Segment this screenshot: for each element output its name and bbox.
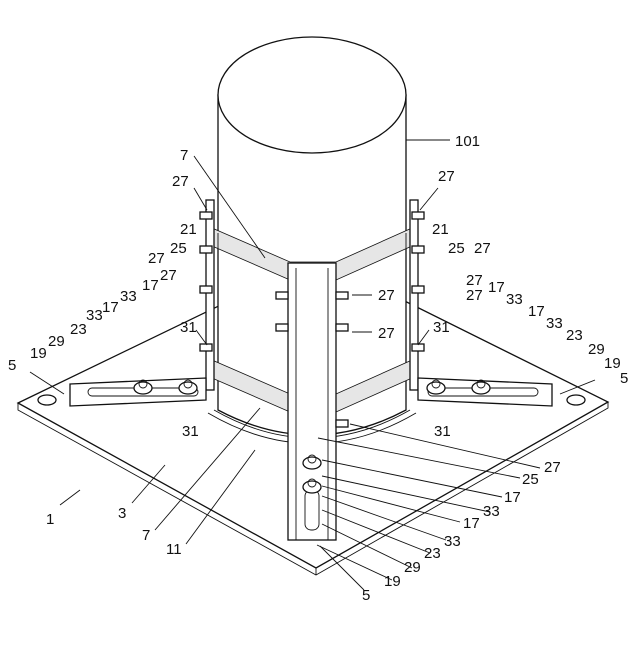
- label-33-right-b: 33: [546, 315, 563, 332]
- label-33-left-b: 33: [86, 307, 103, 324]
- label-25-lower-right: 25: [522, 471, 539, 488]
- label-33-front-b: 33: [444, 533, 461, 550]
- label-19-front: 19: [384, 573, 401, 590]
- label-17-right-a: 17: [488, 279, 505, 296]
- label-29-front: 29: [404, 559, 421, 576]
- label-23-right: 23: [566, 327, 583, 344]
- label-31-left-upper: 31: [180, 319, 197, 336]
- label-27-left-b: 27: [160, 267, 177, 284]
- label-27-upper-right: 27: [438, 168, 455, 185]
- label-27-front-a: 27: [378, 287, 395, 304]
- label-33-right-a: 33: [506, 291, 523, 308]
- label-17-front-b: 17: [463, 515, 480, 532]
- label-23-front: 23: [424, 545, 441, 562]
- label-5-left: 5: [8, 357, 16, 374]
- label-5-right: 5: [620, 370, 628, 387]
- label-33-front-a: 33: [483, 503, 500, 520]
- label-27-right-a: 27: [474, 240, 491, 257]
- label-27-left-a: 27: [148, 250, 165, 267]
- label-23-left: 23: [70, 321, 87, 338]
- label-27-front-b: 27: [378, 325, 395, 342]
- label-33-left-a: 33: [120, 288, 137, 305]
- label-101: 101: [455, 133, 480, 150]
- label-31-right-upper: 31: [433, 319, 450, 336]
- label-19-left: 19: [30, 345, 47, 362]
- label-17-front-a: 17: [504, 489, 521, 506]
- label-11: 11: [166, 541, 182, 558]
- label-21-left: 21: [180, 221, 197, 238]
- label-19-right: 19: [604, 355, 621, 372]
- label-21-right: 21: [432, 221, 449, 238]
- label-31-left-lower: 31: [182, 423, 199, 440]
- label-17-right-b: 17: [528, 303, 545, 320]
- label-5-front: 5: [362, 587, 370, 604]
- label-25-left: 25: [170, 240, 187, 257]
- label-7-lower: 7: [142, 527, 150, 544]
- label-29-left: 29: [48, 333, 65, 350]
- label-17-left-a: 17: [142, 277, 159, 294]
- label-17-left-b: 17: [102, 299, 119, 316]
- label-3: 3: [118, 505, 126, 522]
- label-31-right-lower: 31: [434, 423, 451, 440]
- label-1: 1: [46, 511, 54, 528]
- label-25-right: 25: [448, 240, 465, 257]
- pole-top: [218, 37, 406, 153]
- label-27-right-c: 27: [466, 287, 483, 304]
- label-7-upper: 7: [180, 147, 188, 164]
- label-29-right: 29: [588, 341, 605, 358]
- label-27-upper-left: 27: [172, 173, 189, 190]
- label-27-lower-right: 27: [544, 459, 561, 476]
